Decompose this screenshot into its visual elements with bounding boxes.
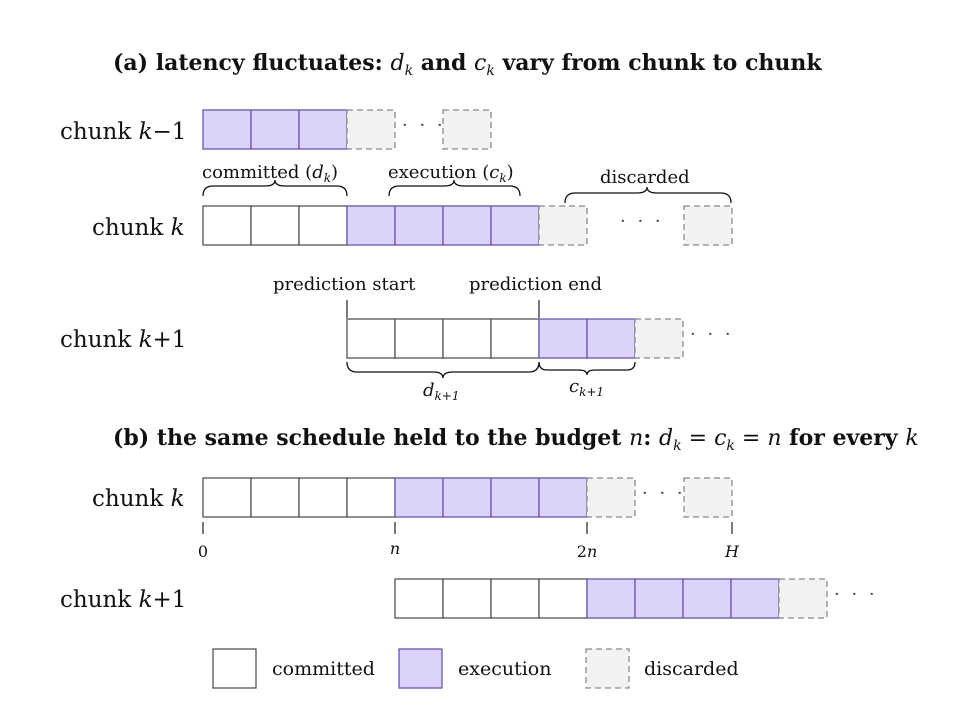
cell-execution: [538, 318, 588, 359]
cell-discarded: [683, 205, 733, 246]
legend-swatch-committed: [212, 648, 257, 689]
time-axis: 0 n 2n H: [198, 522, 740, 561]
cell-discarded: [634, 318, 684, 359]
row-b-chunk-k: · · ·: [202, 477, 733, 518]
annotation-c-k-plus-1: ck+1: [569, 376, 604, 399]
cell-discarded: [683, 477, 733, 518]
cell-execution: [586, 578, 636, 619]
cell-execution: [346, 205, 396, 246]
cell-discarded: [442, 109, 492, 150]
cell-discarded: [778, 578, 828, 619]
ellipsis: · · ·: [834, 584, 878, 605]
cell-execution: [490, 477, 540, 518]
cell-execution: [442, 205, 492, 246]
cell-committed: [490, 578, 540, 619]
annotation-prediction-start: prediction start: [273, 274, 416, 295]
annotation-discarded: discarded: [600, 167, 690, 188]
brace-c-k-plus-1: [538, 361, 636, 376]
row-label-b-chunk-k-plus-1: chunk k+1: [60, 587, 186, 613]
cell-execution: [394, 205, 444, 246]
cell-execution: [490, 205, 540, 246]
row-label-chunk-k-plus-1: chunk k+1: [60, 327, 186, 353]
cell-committed: [346, 477, 396, 518]
brace-discarded: [564, 186, 732, 204]
cell-committed: [346, 318, 396, 359]
brace-d-k-plus-1: [346, 361, 540, 379]
panel-b-title: (b) the same schedule held to the budget…: [113, 425, 919, 454]
ellipsis: · · ·: [642, 483, 686, 504]
tick-label-0: 0: [198, 542, 208, 561]
cell-committed: [442, 578, 492, 619]
cell-committed: [250, 205, 300, 246]
cell-committed: [394, 578, 444, 619]
row-label-b-chunk-k: chunk k: [92, 486, 185, 512]
legend-label-discarded: discarded: [644, 658, 739, 680]
cell-execution: [394, 477, 444, 518]
ellipsis: · · ·: [620, 211, 664, 232]
brace-committed: [202, 179, 348, 197]
cell-committed: [202, 205, 252, 246]
cell-execution: [442, 477, 492, 518]
legend-label-execution: execution: [458, 658, 551, 680]
cell-execution: [538, 477, 588, 518]
legend-swatch-execution: [398, 648, 443, 689]
panel-a-title: (a) latency fluctuates: dk and ck vary f…: [113, 50, 822, 79]
cell-committed: [394, 318, 444, 359]
cell-execution: [250, 109, 300, 150]
cell-execution: [730, 578, 780, 619]
cell-discarded: [586, 477, 636, 518]
ellipsis: · · ·: [690, 324, 734, 345]
row-label-chunk-k: chunk k: [92, 215, 185, 241]
legend-label-committed: committed: [272, 658, 375, 680]
cell-discarded: [346, 109, 396, 150]
tick-label-H: H: [724, 542, 740, 561]
row-chunk-k-plus-1: · · ·: [346, 318, 734, 359]
legend-swatch-discarded: [585, 648, 630, 689]
tick-label-n: n: [390, 539, 400, 558]
row-chunk-k-minus-1: · · ·: [202, 109, 492, 150]
annotation-committed: committed (dk): [202, 162, 338, 185]
row-chunk-k: · · ·: [202, 205, 733, 246]
cell-execution: [682, 578, 732, 619]
cell-committed: [442, 318, 492, 359]
tick-label-2n: 2n: [577, 542, 598, 561]
annotation-d-k-plus-1: dk+1: [423, 380, 460, 403]
brace-execution: [388, 179, 521, 197]
cell-discarded: [538, 205, 588, 246]
annotation-execution: execution (ck): [388, 162, 514, 185]
cell-execution: [586, 318, 636, 359]
cell-committed: [298, 205, 348, 246]
ellipsis: · · ·: [402, 115, 446, 136]
cell-committed: [490, 318, 540, 359]
row-b-chunk-k-plus-1: · · ·: [394, 578, 878, 619]
cell-committed: [202, 477, 252, 518]
annotation-prediction-end: prediction end: [469, 274, 602, 295]
cell-execution: [298, 109, 348, 150]
cell-committed: [250, 477, 300, 518]
cell-execution: [634, 578, 684, 619]
row-label-chunk-k-minus-1: chunk k−1: [60, 119, 186, 145]
cell-execution: [202, 109, 252, 150]
cell-committed: [538, 578, 588, 619]
cell-committed: [298, 477, 348, 518]
legend: committed execution discarded: [212, 648, 739, 689]
